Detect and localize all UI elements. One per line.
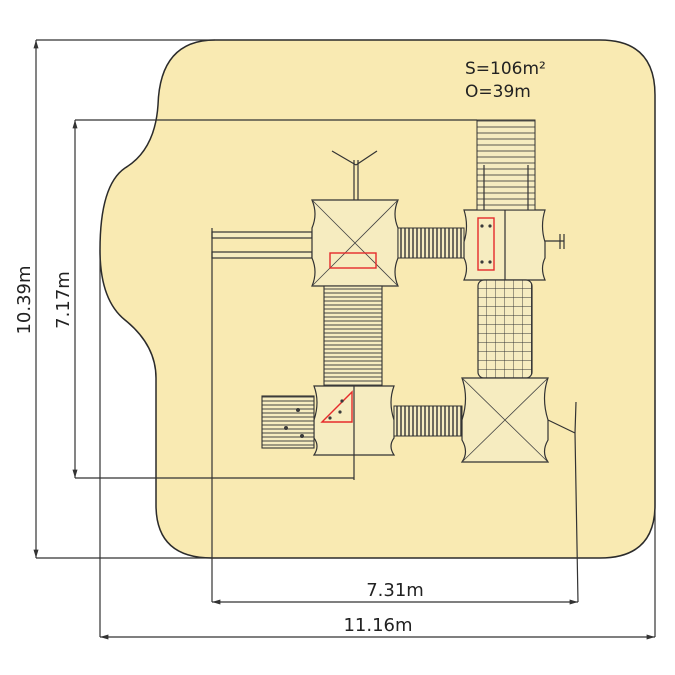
play-structure xyxy=(211,119,579,603)
platform-top-right xyxy=(463,209,565,281)
width-total-label: 11.16m xyxy=(343,615,412,636)
tower-roof-bottom-right xyxy=(460,377,550,463)
bridge-left xyxy=(323,285,383,387)
dimension-width-total: 11.16m xyxy=(99,250,656,640)
ladder-top-right xyxy=(476,119,536,211)
tower-roof-top-left xyxy=(311,199,399,287)
net-climber xyxy=(477,279,533,379)
height-total-label: 10.39m xyxy=(14,265,35,334)
width-inner-label: 7.31m xyxy=(366,580,424,601)
height-inner-label: 7.17m xyxy=(53,271,74,329)
steps-bottom-left xyxy=(261,395,315,449)
dimension-height-total: 10.39m xyxy=(14,39,215,559)
dimension-width-inner: 7.31m xyxy=(212,580,578,605)
surface-area-label: S=106m² xyxy=(465,59,546,79)
perimeter-label: O=39m xyxy=(465,82,531,102)
dimension-height-inner: 7.17m xyxy=(53,119,477,479)
platform-bottom-left xyxy=(312,385,396,480)
tunnel-bottom xyxy=(393,405,463,437)
sign-post-bottom-right xyxy=(547,401,579,603)
tunnel-top xyxy=(397,227,465,259)
sign-post-top-left xyxy=(331,150,378,200)
